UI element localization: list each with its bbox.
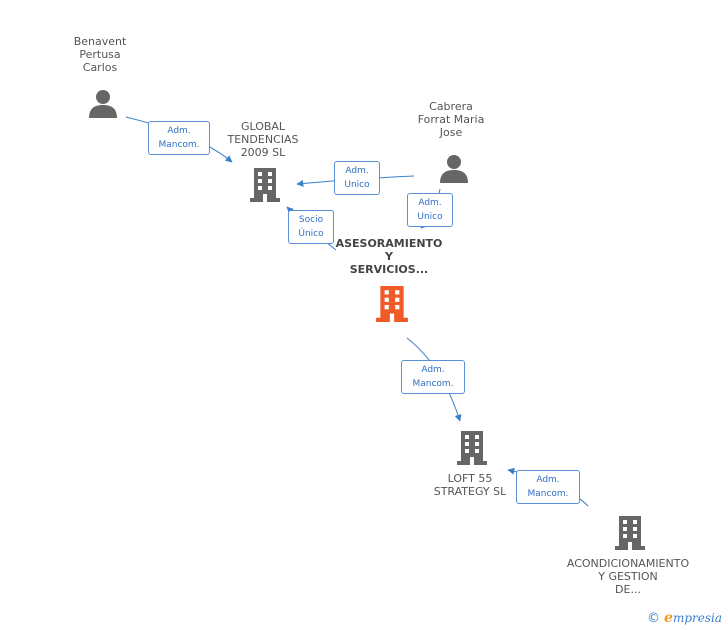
edge-label-benavent-global[interactable]: Adm. Mancom. <box>148 121 210 155</box>
building-icon[interactable] <box>457 431 487 465</box>
edge-label-acondicionamiento-loft[interactable]: Adm. Mancom. <box>516 470 580 504</box>
node-label-acondicionamiento: ACONDICIONAMIENTO Y GESTION DE... <box>566 557 690 596</box>
person-icon[interactable] <box>439 153 469 183</box>
watermark: © empresia <box>647 610 722 626</box>
edge-label-asesoramiento-global[interactable]: Socio Único <box>288 210 334 244</box>
node-label-global-tendencias: GLOBAL TENDENCIAS 2009 SL <box>227 120 299 159</box>
person-icon[interactable] <box>88 88 118 118</box>
building-icon-main[interactable] <box>376 286 408 322</box>
node-label-loft55: LOFT 55 STRATEGY SL <box>433 472 507 498</box>
building-icon[interactable] <box>615 516 645 550</box>
edge-label-cabrera-asesoramiento[interactable]: Adm. Unico <box>407 193 453 227</box>
edge-label-cabrera-global[interactable]: Adm. Unico <box>334 161 380 195</box>
node-label-cabrera: Cabrera Forrat Maria Jose <box>417 100 485 139</box>
node-label-asesoramiento: ASESORAMIENTO Y SERVICIOS... <box>335 237 443 276</box>
copyright-icon: © <box>647 610 661 626</box>
brand-logo: empresia <box>664 610 722 626</box>
building-icon[interactable] <box>250 168 280 202</box>
edge-label-asesoramiento-loft[interactable]: Adm. Mancom. <box>401 360 465 394</box>
node-label-benavent: Benavent Pertusa Carlos <box>73 35 127 74</box>
